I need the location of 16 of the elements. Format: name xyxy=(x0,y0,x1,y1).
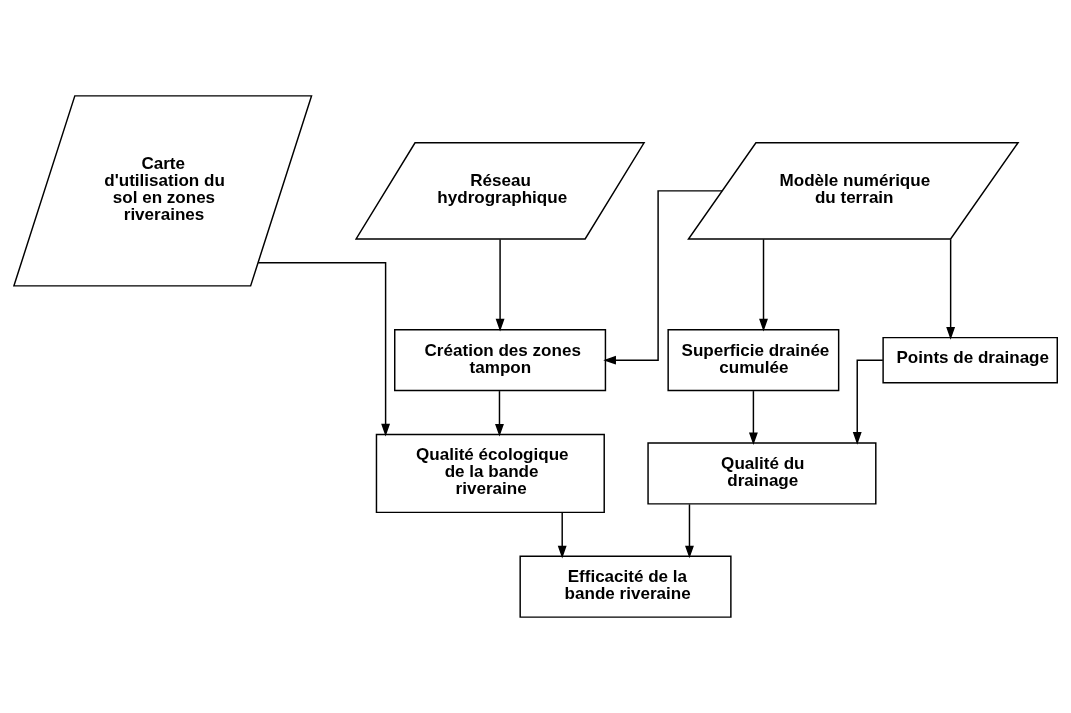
node-box: Qualité du drainage xyxy=(647,442,877,505)
arrow xyxy=(495,238,505,332)
arrow xyxy=(557,511,567,559)
arrow xyxy=(852,359,884,445)
arrow xyxy=(495,390,504,437)
node-box: Points de drainage xyxy=(882,336,1058,384)
node-box: Efficacité de la bande riveraine xyxy=(519,555,732,618)
arrow xyxy=(257,262,391,437)
arrow xyxy=(603,190,723,365)
arrow xyxy=(685,503,694,559)
arrow xyxy=(759,238,768,332)
node-box: Qualité écologique de la bande riveraine xyxy=(375,433,605,514)
node-box: Superficie drainée cumulée xyxy=(667,328,840,392)
node-box: Création des zones tampon xyxy=(394,328,607,392)
arrow xyxy=(748,390,758,446)
arrow xyxy=(946,238,956,340)
